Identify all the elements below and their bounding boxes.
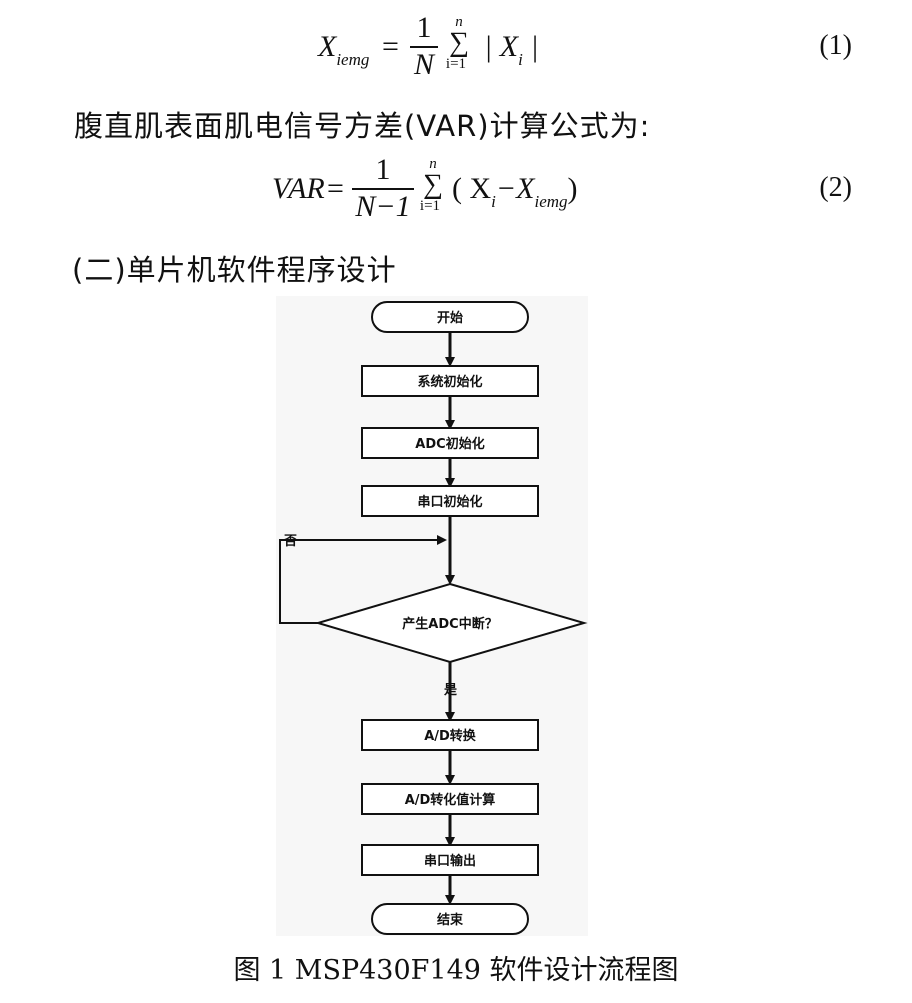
formula-1-summation: n ∑ i=1 bbox=[445, 14, 469, 72]
flowchart: 开始 系统初始化 ADC初始化 串口初始化 产生ADC中断？ 否 是 A/D转换 bbox=[0, 290, 912, 940]
flow-step-uart-init: 串口初始化 bbox=[361, 485, 539, 517]
formula-1-equals: = bbox=[382, 30, 399, 63]
arrow-no-loop bbox=[279, 535, 447, 624]
flow-step-label: 系统初始化 bbox=[417, 374, 482, 390]
flow-no-label: 否 bbox=[283, 534, 297, 549]
flow-step-system-init: 系统初始化 bbox=[361, 365, 539, 397]
flow-step-label: A/D转换 bbox=[424, 728, 477, 744]
formula-1-fraction: 1 N bbox=[410, 12, 438, 82]
flow-step-label: 串口输出 bbox=[424, 853, 476, 869]
formula-2-summation: n ∑ i=1 bbox=[419, 156, 443, 214]
formula-1-number: (1) bbox=[819, 30, 852, 61]
flow-end-node: 结束 bbox=[371, 903, 529, 935]
flow-loop bbox=[279, 535, 447, 624]
flow-start-label: 开始 bbox=[437, 310, 463, 326]
flow-step-label: ADC初始化 bbox=[415, 436, 484, 452]
formula-1: Xiemg = 1 N n ∑ i=1 | Xi | (1) bbox=[0, 8, 912, 88]
flow-start-node: 开始 bbox=[371, 301, 529, 333]
flow-step-ad-convert: A/D转换 bbox=[361, 719, 539, 751]
formula-1-lhs: Xiemg bbox=[318, 30, 370, 69]
formula-2-equals: = bbox=[327, 172, 344, 205]
paragraph-var: 腹直肌表面肌电信号方差(VAR)计算公式为: bbox=[74, 109, 651, 143]
formula-2-number: (2) bbox=[819, 172, 852, 203]
formula-2-lhs: VAR bbox=[272, 172, 325, 205]
formula-2: VAR = 1 N−1 n ∑ i=1 ( Xi−Xiemg) (2) bbox=[0, 150, 912, 230]
figure-caption: 图 1 MSP430F149 软件设计流程图 bbox=[233, 955, 679, 986]
formula-1-body: | Xi | bbox=[484, 30, 539, 69]
flow-step-adc-init: ADC初始化 bbox=[361, 427, 539, 459]
flow-decision-label: 产生ADC中断？ bbox=[402, 616, 497, 632]
flow-decision-adc-interrupt: 产生ADC中断？ bbox=[314, 582, 588, 664]
flow-step-ad-calc: A/D转化值计算 bbox=[361, 783, 539, 815]
flow-step-label: 串口初始化 bbox=[417, 494, 482, 510]
formula-2-fraction: 1 N−1 bbox=[352, 154, 414, 224]
flow-step-label: A/D转化值计算 bbox=[405, 792, 496, 808]
flow-end-label: 结束 bbox=[437, 912, 464, 928]
flow-yes-label: 是 bbox=[443, 683, 458, 698]
flow-step-uart-output: 串口输出 bbox=[361, 844, 539, 876]
formula-2-body: ( Xi−Xiemg) bbox=[452, 172, 578, 211]
section-heading: (二)单片机软件程序设计 bbox=[72, 253, 397, 287]
flowchart-svg: 开始 系统初始化 ADC初始化 串口初始化 产生ADC中断？ 否 是 A/D转换 bbox=[276, 296, 588, 936]
